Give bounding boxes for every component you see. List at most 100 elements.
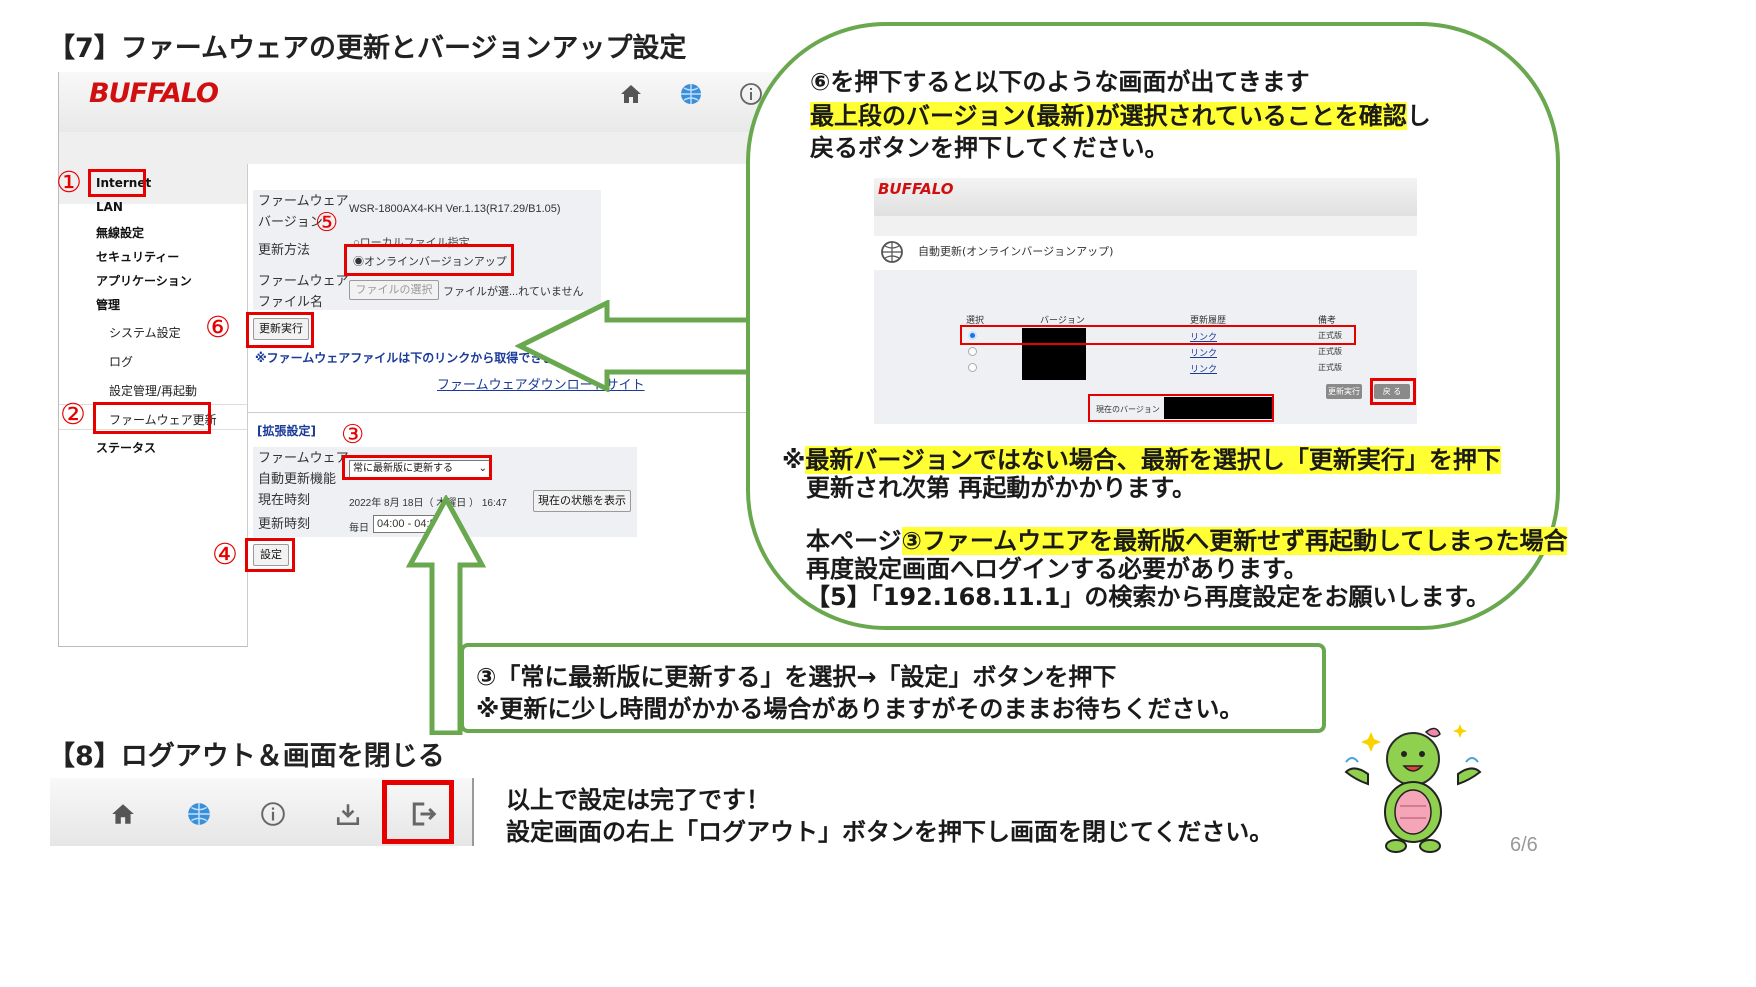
update-time-label: 更新時刻 <box>258 517 311 532</box>
submenu-firmware[interactable]: ファームウェア更新 <box>109 413 217 427</box>
inner-current-version-label: 現在のバージョン <box>1096 405 1160 414</box>
highlight-internet <box>88 169 146 197</box>
toolbar-home-icon[interactable] <box>110 801 136 827</box>
toolbar-globe-icon[interactable] <box>186 801 212 827</box>
firmware-version-label: ファームウェアバージョン <box>258 194 349 230</box>
inner-version-redacted-3 <box>1022 360 1086 380</box>
completion-line1: 以上で設定は完了です！ <box>506 786 770 814</box>
firmware-file-label: ファームウェアファイル名 <box>258 274 349 310</box>
inner-subheader <box>874 216 1417 236</box>
submenu-log[interactable]: ログ <box>109 355 134 369</box>
globe-icon[interactable] <box>679 82 703 106</box>
inner-note-3: 正式版 <box>1318 363 1342 372</box>
submenu-system[interactable]: システム設定 <box>109 326 181 340</box>
inner-history-link-1[interactable]: リンク <box>1190 332 1218 342</box>
home-icon[interactable] <box>619 82 643 106</box>
highlight-latest-row <box>960 325 1356 345</box>
current-time-value: 2022年 8月 18日（ 木曜日 ） 16:47 <box>349 498 507 509</box>
highlight-back-button <box>1370 378 1416 405</box>
firmware-note: ※ファームウェアファイルは下のリンクから取得できます。 <box>255 351 578 365</box>
inner-version-redacted-2 <box>1022 344 1086 360</box>
step3-line1: ③「常に最新版に更新する」を選択→「設定」ボタンを押下 <box>476 663 1117 691</box>
inner-history-link-3[interactable]: リンク <box>1190 364 1218 374</box>
update-time-prefix: 毎日 <box>349 523 369 534</box>
step-number-3: ③ <box>341 420 365 450</box>
bubble-note2-line3: 【5】「192.168.11.1」の検索から再度設定をお願いします。 <box>806 583 1490 611</box>
show-status-button[interactable]: 現在の状態を表示 <box>533 490 631 512</box>
arrow-left-to-update-run <box>515 300 755 392</box>
section8-title: 【8】ログアウト＆画面を閉じる <box>48 741 445 772</box>
divider <box>247 412 849 413</box>
buffalo-logo: BUFFALO <box>89 78 219 109</box>
menu-internet[interactable]: Internet <box>96 176 152 190</box>
step-number-2: ② <box>60 397 86 431</box>
inner-screenshot: BUFFALO 自動更新(オンラインバージョンアップ) 選択 バージョン 更新履… <box>874 178 1417 424</box>
current-time-label: 現在時刻 <box>258 493 311 508</box>
highlight-auto-update <box>342 455 492 480</box>
highlight-current-version <box>1088 394 1274 422</box>
menu-application[interactable]: アプリケーション <box>96 274 192 288</box>
bubble-line2: 最上段のバージョン(最新)が選択されていることを確認し <box>810 102 1431 130</box>
firmware-version-value: WSR-1800AX4-KH Ver.1.13(R17.29/B1.05) <box>349 203 561 215</box>
info-icon[interactable] <box>739 82 763 106</box>
inner-col-select: 選択 <box>966 315 985 325</box>
toolbar-download-icon[interactable] <box>335 801 361 827</box>
inner-radio-1[interactable] <box>968 331 977 340</box>
step-number-1: ① <box>56 165 82 199</box>
bubble-note1-line2: 更新され次第 再起動がかかります。 <box>806 474 1196 502</box>
step-number-5: ⑤ <box>315 208 339 238</box>
highlight-logout <box>382 780 454 844</box>
inner-title: 自動更新(オンラインバージョンアップ) <box>918 245 1114 258</box>
extended-settings-heading: [拡張設定] <box>257 424 316 438</box>
inner-col-version: バージョン <box>1040 315 1085 325</box>
logout-icon[interactable] <box>408 799 438 829</box>
inner-col-note: 備考 <box>1318 315 1337 325</box>
page-number: 6/6 <box>1510 834 1538 856</box>
highlight-settings <box>245 538 295 572</box>
step3-line2: ※更新に少し時間がかかる場合がありますがそのままお待ちください。 <box>476 695 1244 723</box>
submenu-config-restart[interactable]: 設定管理/再起動 <box>109 384 198 398</box>
turtle-mascot-illustration <box>1344 724 1482 853</box>
inner-note-1: 正式版 <box>1318 331 1342 340</box>
section7-title: 【7】ファームウェアの更新とバージョンアップ設定 <box>48 33 687 64</box>
menu-lan[interactable]: LAN <box>96 200 123 214</box>
step3-callout-box <box>460 643 1326 733</box>
menu-wireless[interactable]: 無線設定 <box>96 226 145 240</box>
chevron-down-icon: ⌄ <box>478 463 487 474</box>
inner-header <box>874 178 1417 216</box>
toolbar-info-icon[interactable] <box>260 801 286 827</box>
inner-radio-2[interactable] <box>968 347 977 356</box>
file-select-button[interactable]: ファイルの選択 <box>349 280 439 300</box>
step-number-6: ⑥ <box>205 310 231 344</box>
inner-current-version-redacted <box>1164 397 1274 419</box>
menu-admin[interactable]: 管理 <box>96 298 121 312</box>
bubble-line1: ⑥を押下すると以下のような画面が出てきます <box>810 68 1310 96</box>
inner-buffalo-logo: BUFFALO <box>878 180 954 198</box>
bubble-note1: ※最新バージョンではない場合、最新を選択し「更新実行」を押下 <box>782 446 1501 474</box>
auto-update-label: ファームウェア自動更新機能 <box>258 451 349 487</box>
inner-back-button[interactable]: 戻 る <box>1374 384 1410 399</box>
update-run-button[interactable]: 更新実行 <box>253 318 309 340</box>
inner-history-link-2[interactable]: リンク <box>1190 348 1218 358</box>
submenu-firmware-active-bg <box>59 404 249 430</box>
highlight-firmware-update <box>93 402 211 434</box>
update-time-select[interactable]: 04:00 - 04:5 <box>373 515 443 533</box>
inner-globe-icon <box>880 240 904 264</box>
bubble-line3: 戻るボタンを押下してください。 <box>810 134 1169 162</box>
inner-col-history: 更新履歴 <box>1190 315 1227 325</box>
highlight-online-update <box>344 244 514 276</box>
menu-security[interactable]: セキュリティー <box>96 250 180 264</box>
completion-line2: 設定画面の右上「ログアウト」ボタンを押下し画面を閉じてください。 <box>506 818 1274 846</box>
file-status: ファイルが選...れていません <box>443 286 584 298</box>
inner-version-redacted-1 <box>1022 328 1086 344</box>
inner-radio-3[interactable] <box>968 363 977 372</box>
highlight-update-run <box>246 312 314 348</box>
settings-button[interactable]: 設定 <box>253 544 289 566</box>
menu-status[interactable]: ステータス <box>96 441 157 455</box>
bubble-note2-line2: 再度設定画面へログインする必要があります。 <box>806 555 1308 583</box>
step-number-4: ④ <box>212 537 238 571</box>
inner-note-2: 正式版 <box>1318 347 1342 356</box>
inner-update-button[interactable]: 更新実行 <box>1326 384 1362 399</box>
update-option-online[interactable]: ◉オンラインバージョンアップ <box>353 256 507 268</box>
update-method-label: 更新方法 <box>258 243 311 258</box>
